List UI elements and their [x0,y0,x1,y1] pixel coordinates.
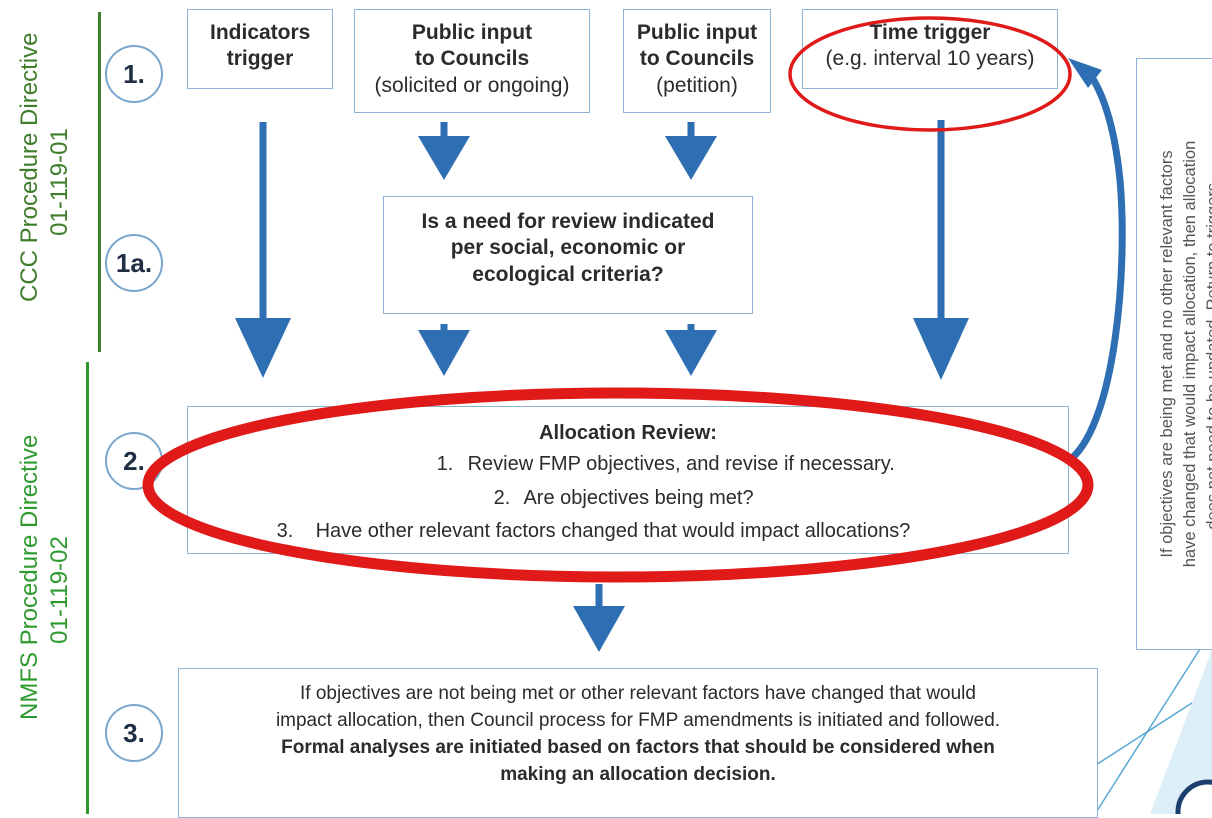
side-note-box [1136,58,1212,650]
allocation-review-item-2-number: 2. [493,487,511,509]
step-1a-circle: 1a. [105,234,163,292]
arrow-return-to-triggers [1068,58,1126,461]
arrow-review-right-down [665,324,717,376]
time-trigger-box: Time trigger (e.g. interval 10 years) [802,9,1058,89]
public-input-solicited-subtitle: (solicited or ongoing) [374,73,570,97]
public-input-petition-box: Public input to Councils (petition) [623,9,771,113]
public-input-solicited-title: Public input [411,21,533,44]
corner-decoration [1019,629,1212,814]
outcome-bold-line1: Formal analyses are initiated based on f… [281,736,995,758]
allocation-review-item-1-number: 1. [436,453,454,475]
indicators-trigger-box: Indicators trigger [187,9,333,89]
public-input-petition-title2: to Councils [639,47,755,71]
side-note-text: If objectives are being met and no other… [1156,74,1212,634]
allocation-review-item-3-text: Have other relevant factors changed that… [315,520,911,542]
allocation-review-item-2-text: Are objectives being met? [523,487,754,509]
allocation-review-item-3-number: 3. [276,520,294,542]
review-need-line1: Is a need for review indicated [421,210,715,233]
allocation-review-box: Allocation Review: 1. Review FMP objecti… [187,406,1069,554]
public-input-solicited-title2: to Councils [414,47,530,71]
side-note-line3: does not need to be updated. Return to t… [1204,178,1212,530]
public-input-petition-subtitle: (petition) [656,73,738,97]
arrow-petition-down [665,122,717,180]
indicators-trigger-title: Indicators trigger [210,21,311,71]
allocation-review-item-2: 2. Are objectives being met? [485,486,754,511]
allocation-review-item-1: 1. Review FMP objectives, and revise if … [428,452,895,477]
ccc-divider [98,12,101,352]
arrow-time-down [913,120,969,380]
arrow-solicited-down [418,122,470,180]
allocation-review-item-3: 3. Have other relevant factors changed t… [260,519,911,544]
public-input-petition-title: Public input [636,21,758,44]
public-input-solicited-box: Public input to Councils (solicited or o… [354,9,590,113]
step-3-circle: 3. [105,704,163,762]
review-need-line2: per social, economic or [450,236,686,260]
outcome-line2: impact allocation, then Council process … [275,709,1001,731]
step-1-circle: 1. [105,45,163,103]
review-need-line3: ecological criteria? [472,262,664,286]
nmfs-divider [86,362,89,814]
outcome-line1: If objectives are not being met or other… [300,683,976,704]
side-note-line2: have changed that would impact allocatio… [1181,140,1200,568]
arrow-indicators-down [235,122,291,378]
side-note-line1: If objectives are being met and no other… [1158,150,1176,558]
allocation-review-title: Allocation Review: [539,422,717,444]
time-trigger-title: Time trigger [869,21,991,44]
time-trigger-subtitle: (e.g. interval 10 years) [825,47,1035,71]
review-need-box: Is a need for review indicated per socia… [383,196,753,314]
arrow-allocation-down [573,584,625,652]
outcome-bold-line2: making an allocation decision. [500,763,776,785]
arrow-review-left-down [418,324,470,376]
allocation-review-item-1-text: Review FMP objectives, and revise if nec… [467,453,895,475]
outcome-box: If objectives are not being met or other… [178,668,1098,818]
